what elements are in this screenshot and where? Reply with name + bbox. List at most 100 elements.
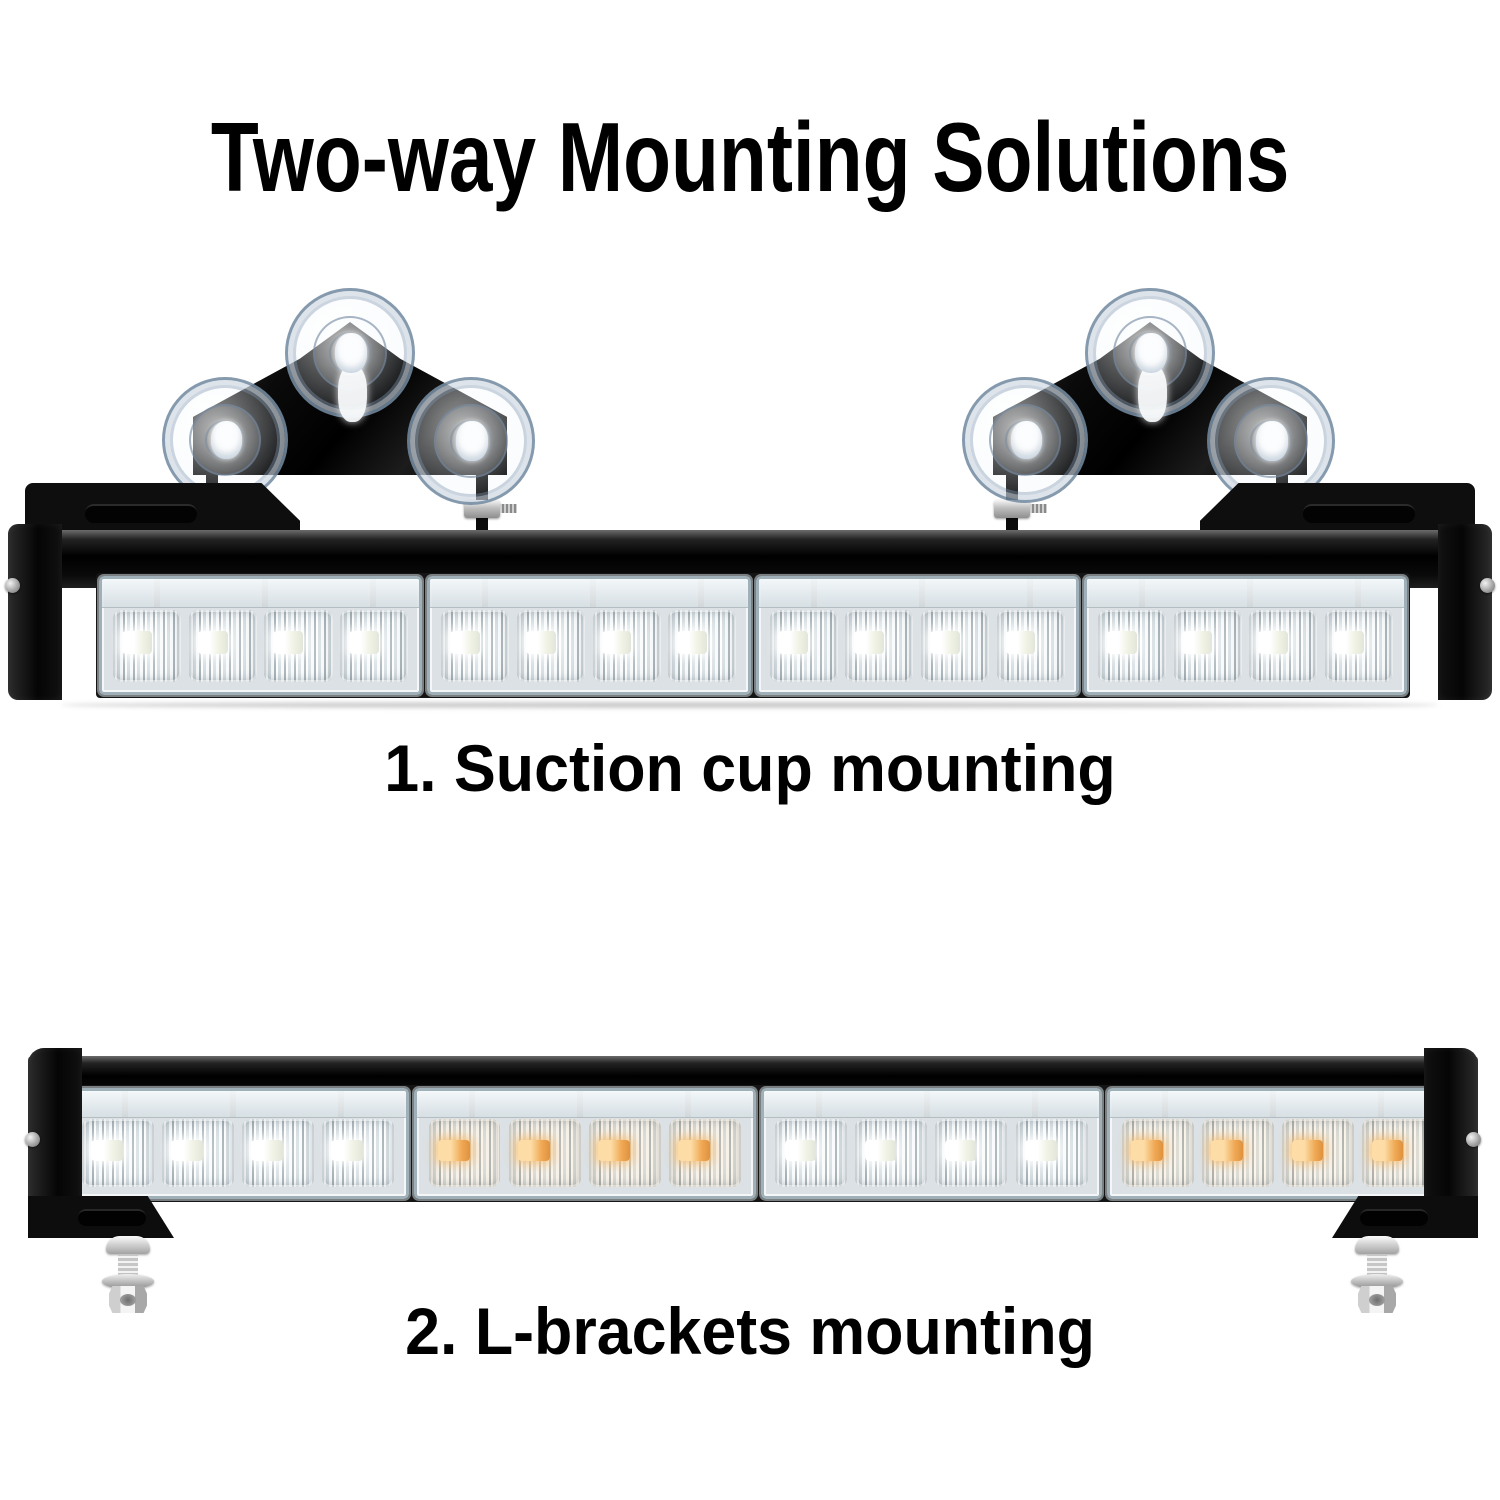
led-reflector-cell [1249, 609, 1318, 682]
suction-cup-ring [450, 420, 492, 462]
module-top-window [102, 579, 420, 609]
suction-cup-stem [1135, 333, 1168, 373]
reflector-cells [81, 1119, 395, 1187]
caption-suction-mounting: 1. Suction cup mounting [0, 732, 1500, 805]
reflector-cells [113, 609, 409, 682]
led-reflector-cell [241, 1119, 314, 1187]
suction-cup-stem [1010, 420, 1042, 460]
led-module-white [755, 576, 1079, 695]
led-reflector-cell [855, 1119, 928, 1187]
led-module-amber [413, 1088, 756, 1199]
lens-strip [96, 573, 1410, 698]
module-top-window [70, 1091, 406, 1119]
endcap-screw [25, 1132, 40, 1147]
led-reflector-cell [935, 1119, 1008, 1187]
light-bar-suction-mounted [5, 480, 1495, 710]
led-module-amber [1107, 1088, 1449, 1199]
suction-cup-ring [1250, 420, 1292, 462]
bolt-head [1355, 1236, 1399, 1254]
led-reflector-cell [517, 609, 586, 682]
led-reflector-cell [588, 1119, 661, 1187]
mounting-bolt-left [100, 1236, 156, 1313]
suction-cup-stem [456, 421, 489, 461]
endcap-screw [5, 578, 20, 593]
reflector-cells [1097, 609, 1393, 682]
led-reflector-cell [508, 1119, 581, 1187]
bar-shadow [60, 702, 1440, 708]
caption-suction-text: 1. Suction cup mounting [384, 731, 1116, 805]
led-reflector-cell [1097, 609, 1166, 682]
bolt-washer [1351, 1274, 1403, 1289]
bolt-washer [102, 1274, 154, 1289]
bracket-slot [1360, 1209, 1428, 1226]
endcap-screw [1480, 578, 1495, 593]
suction-cup-mount-left [152, 285, 542, 543]
bolt-nut [1358, 1286, 1396, 1313]
led-module-white [1083, 576, 1407, 695]
suction-cup-stem [210, 420, 242, 460]
module-top-window [1110, 1091, 1446, 1119]
led-reflector-cell [1282, 1119, 1355, 1187]
suction-cup [962, 377, 1088, 503]
reflector-cells [775, 1119, 1088, 1187]
bar-endcap-left [28, 1048, 82, 1206]
mount-bolt-thread [1030, 504, 1047, 513]
bar-endcap-right [1424, 1048, 1478, 1206]
led-reflector-cell [113, 609, 182, 682]
endcap-screw [1466, 1132, 1481, 1147]
module-top-window [763, 1091, 1100, 1119]
led-reflector-cell [428, 1119, 501, 1187]
bolt-shank [118, 1254, 138, 1276]
led-reflector-cell [264, 609, 333, 682]
bolt-shank [1367, 1254, 1387, 1276]
bracket-slot [78, 1209, 146, 1226]
reflector-cells [428, 1119, 741, 1187]
caption-lbracket-text: 2. L-brackets mounting [405, 1294, 1095, 1368]
led-module-white [99, 576, 423, 695]
reflector-cells [441, 609, 737, 682]
mounting-bolt-right [1349, 1236, 1405, 1313]
l-bracket-right [1332, 1196, 1478, 1238]
suction-cup [1085, 288, 1215, 423]
mount-nut [994, 500, 1030, 518]
suction-cup-ring [1004, 419, 1046, 461]
led-module-white [760, 1088, 1103, 1199]
led-reflector-cell [1362, 1119, 1435, 1187]
lens-strip [64, 1085, 1452, 1202]
suction-cup [285, 288, 415, 423]
suction-cup-stem [335, 333, 368, 373]
bolt-nut [109, 1286, 147, 1313]
module-top-window [430, 579, 748, 609]
led-reflector-cell [920, 609, 989, 682]
bolt-head [106, 1236, 150, 1254]
led-reflector-cell [668, 609, 737, 682]
led-reflector-cell [161, 1119, 234, 1187]
led-reflector-cell [769, 609, 838, 682]
flange-slot [1303, 504, 1415, 523]
flange-slot [85, 504, 197, 523]
led-reflector-cell [81, 1119, 154, 1187]
light-bar-lbracket-mounted [25, 1048, 1481, 1338]
suction-cup-ring [204, 419, 246, 461]
led-reflector-cell [188, 609, 257, 682]
led-reflector-cell [1173, 609, 1242, 682]
suction-cup [407, 377, 535, 505]
reflector-cells [769, 609, 1065, 682]
led-reflector-cell [441, 609, 510, 682]
module-top-window [1086, 579, 1404, 609]
led-module-white [427, 576, 751, 695]
led-reflector-cell [668, 1119, 741, 1187]
module-top-window [758, 579, 1076, 609]
reflector-cells [1122, 1119, 1435, 1187]
suction-cup-release-tab [337, 365, 368, 423]
led-module-white [67, 1088, 409, 1199]
l-bracket-left [28, 1196, 174, 1238]
bar-endcap-right [1438, 524, 1492, 700]
led-reflector-cell [996, 609, 1065, 682]
bar-endcap-left [8, 524, 62, 700]
suction-cup-stem [1256, 421, 1289, 461]
led-reflector-cell [1015, 1119, 1088, 1187]
mount-bolt-thread [500, 504, 517, 513]
led-reflector-cell [1202, 1119, 1275, 1187]
